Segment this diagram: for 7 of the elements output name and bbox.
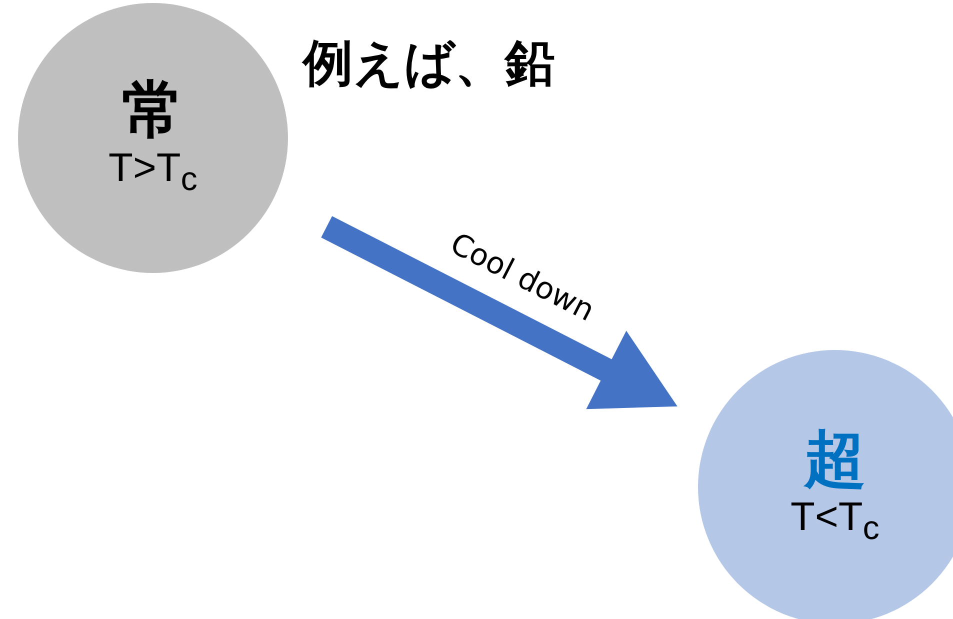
temperature-condition: T>T$_{c}$ (108, 145, 198, 200)
kanji-label: 超 (804, 424, 866, 494)
edge-label: Cool down (444, 226, 600, 329)
arrow (321, 216, 678, 410)
kanji-label: 常 (122, 76, 184, 144)
temperature-condition: T<T$_{c}$ (790, 494, 880, 550)
note-text: 例えば、鉛 (303, 33, 555, 94)
